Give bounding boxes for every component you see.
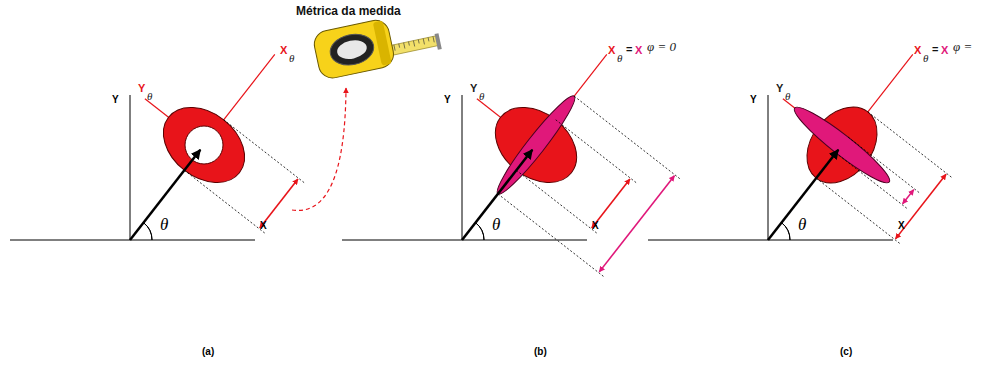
axis-label: Y <box>776 82 783 94</box>
axis-label: X <box>260 220 267 231</box>
subscript: θ <box>289 52 294 64</box>
angle-label: θ <box>160 216 168 235</box>
panel-figure <box>648 54 953 244</box>
heading: Métrica da medida <box>296 4 401 18</box>
panel-figure <box>342 54 681 277</box>
subscript: θ <box>923 52 928 64</box>
axis-label: Y <box>444 94 451 105</box>
panel-label: (b) <box>534 346 547 357</box>
panel-figure <box>10 54 305 240</box>
axis-label: X <box>635 44 642 56</box>
equals-sign: = <box>932 43 938 55</box>
axis-label: X <box>608 44 615 56</box>
axis-label: Y <box>112 94 119 105</box>
angle-label: θ <box>492 216 500 235</box>
panel-label: (a) <box>202 346 214 357</box>
phase-label: φ = <box>953 40 972 54</box>
axis-label: X <box>592 220 599 231</box>
axis-label: Y <box>750 94 757 105</box>
axis-label: Y <box>138 82 145 94</box>
axis-label: X <box>280 44 287 56</box>
subscript: θ <box>479 90 484 102</box>
panel-label: (c) <box>840 346 852 357</box>
subscript: θ <box>785 90 790 102</box>
curved-arrow <box>292 88 346 210</box>
subscript: θ <box>617 52 622 64</box>
axis-label: Y <box>470 82 477 94</box>
axis-label: X <box>914 44 921 56</box>
tape-measure <box>312 8 443 81</box>
axis-label: X <box>898 220 905 231</box>
subscript: θ <box>147 90 152 102</box>
phase-label: φ = 0 <box>647 40 676 54</box>
angle-label: θ <box>798 216 806 235</box>
equals-sign: = <box>626 43 632 55</box>
axis-label: X <box>941 44 948 56</box>
